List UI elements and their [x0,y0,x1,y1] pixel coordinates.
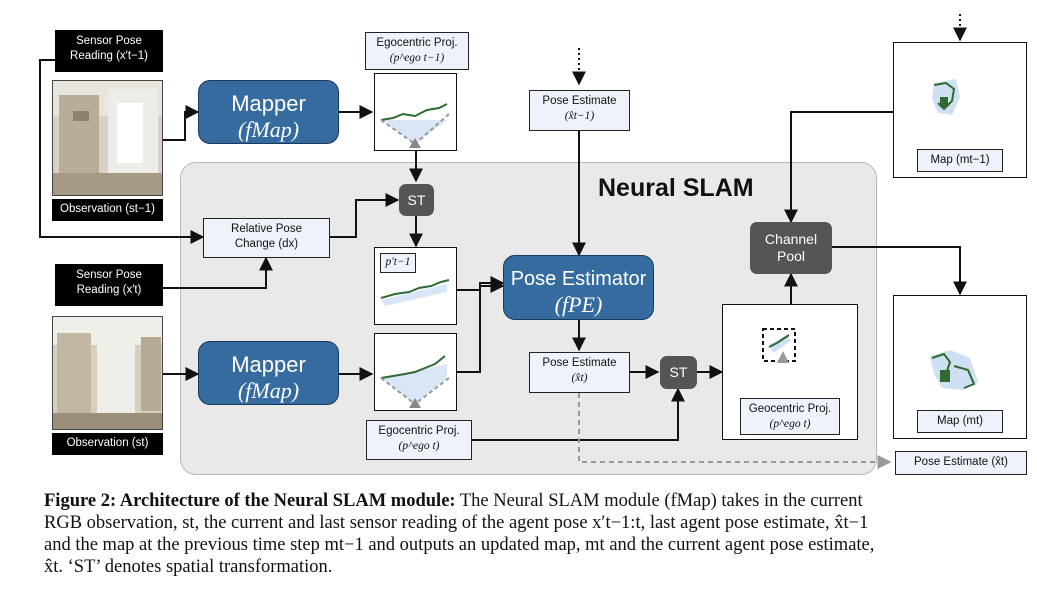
arrow-sensor-top-rel [39,59,205,244]
arrow-mapprev-pool [784,111,893,224]
spatial-transform-top: ST [399,184,434,216]
pose-estimator-module: Pose Estimator (fPE) [503,255,654,320]
figure-caption: Figure 2: Architecture of the Neural SLA… [44,490,1034,578]
caption-line-2: RGB observation, st, the current and las… [44,513,869,533]
arrow-obs-top-mapper [163,105,200,141]
map-current-label: Map (mt) [917,410,1003,433]
pose-estimate-current: Pose Estimate (x̂t) [529,352,630,393]
arrow-pool-mapcur [832,246,967,296]
observation-label-bottom: Observation (st) [52,433,163,455]
ego-proj-label-top: Egocentric Proj. (p^ego t−1) [365,32,469,70]
channel-pool: Channel Pool [750,222,832,274]
arrow-rel-st [330,193,400,238]
map-current-frame: Map (mt) [893,295,1027,439]
geocentric-proj-frame: Geocentric Proj. (p^ego t) [722,304,858,440]
relative-pose-change: Relative Pose Change (dx) [203,218,330,258]
arrow-egolabel-st [472,387,685,441]
arrow-sensor-bottom-rel [163,256,273,289]
spatial-transform-bottom: ST [660,356,697,389]
arrow-ego-bottom-pe [457,279,505,373]
caption-line-3: and the map at the previous time step mt… [44,535,875,555]
sensor-pose-bottom: Sensor Pose Reading (x′t) [55,264,163,306]
mapper-module-bottom: Mapper (fMap) [198,341,339,405]
mapper-module-top: Mapper (fMap) [198,80,339,144]
caption-line-1: Figure 2: Architecture of the Neural SLA… [44,491,863,511]
pose-estimate-output: Pose Estimate (x̂t) [895,451,1027,475]
geocentric-proj-label: Geocentric Proj. (p^ego t) [740,398,840,435]
dashed-output-pose [578,393,892,469]
observation-label-top: Observation (st−1) [52,199,163,221]
region-title: Neural SLAM [598,174,754,202]
ego-proj-label-bottom: Egocentric Proj. (p^ego t) [366,420,472,460]
map-prev-label: Map (mt−1) [917,149,1003,172]
pose-estimate-prev: Pose Estimate (x̂t−1) [529,90,630,131]
observation-image-bottom [52,316,163,430]
ego-proj-map-bottom [374,333,457,411]
observation-image-top [52,80,163,196]
map-prev-frame: Map (mt−1) [893,42,1027,178]
caption-title: Figure 2: Architecture of the Neural SLA… [44,491,456,511]
caption-line-4: x̂t. ‘ST’ denotes spatial transformation… [44,557,333,577]
transformed-map: p′t−1 [374,247,457,325]
ego-proj-map-top [374,73,457,151]
sensor-pose-top: Sensor Pose Reading (x′t−1) [55,30,163,72]
transformed-map-label: p′t−1 [380,253,416,273]
